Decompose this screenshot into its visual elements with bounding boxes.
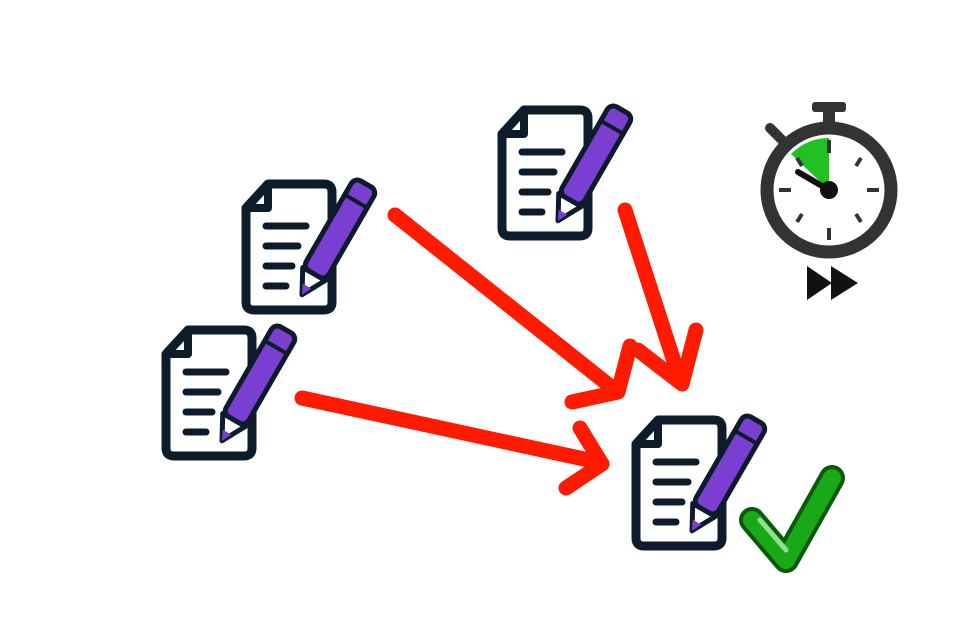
arrow-icon <box>294 390 610 496</box>
document-with-pencil-icon <box>502 103 633 236</box>
checkmark-icon <box>739 465 845 573</box>
arrow-icon <box>387 207 638 410</box>
stopwatch-icon <box>760 102 898 259</box>
document-with-pencil-icon <box>166 323 297 456</box>
arrow-icon <box>617 202 704 392</box>
document-with-pencil-icon <box>246 177 377 310</box>
fast-forward-icon <box>807 266 858 300</box>
